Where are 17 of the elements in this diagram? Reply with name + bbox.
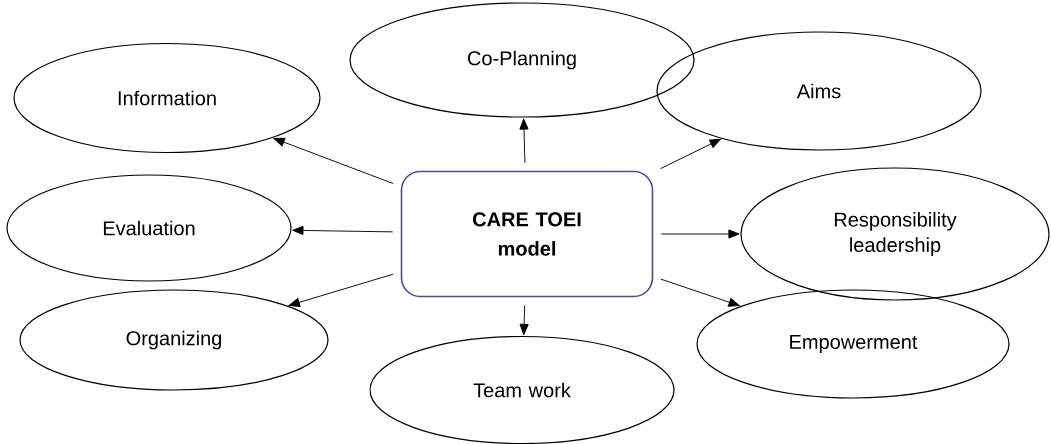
ellipse-node: Aims xyxy=(656,31,982,151)
arrow xyxy=(519,304,529,336)
ellipse-node: Information xyxy=(13,42,321,154)
ellipse-node: Organizing xyxy=(19,289,329,391)
ellipse-node: Co-Planning xyxy=(349,2,695,118)
arrow xyxy=(660,138,721,170)
arrow xyxy=(273,137,394,185)
ellipse-node: Empowerment xyxy=(696,289,1010,399)
model-box: CARE TOEI model xyxy=(400,170,654,298)
arrow xyxy=(292,225,394,235)
ellipse-node: Team work xyxy=(369,335,675,444)
arrow xyxy=(519,118,529,164)
ellipse-node: Responsibility leadership xyxy=(740,167,1050,301)
arrow xyxy=(660,278,740,307)
ellipse-node: Evaluation xyxy=(6,174,292,282)
arrow xyxy=(660,229,740,239)
arrow xyxy=(288,273,394,307)
